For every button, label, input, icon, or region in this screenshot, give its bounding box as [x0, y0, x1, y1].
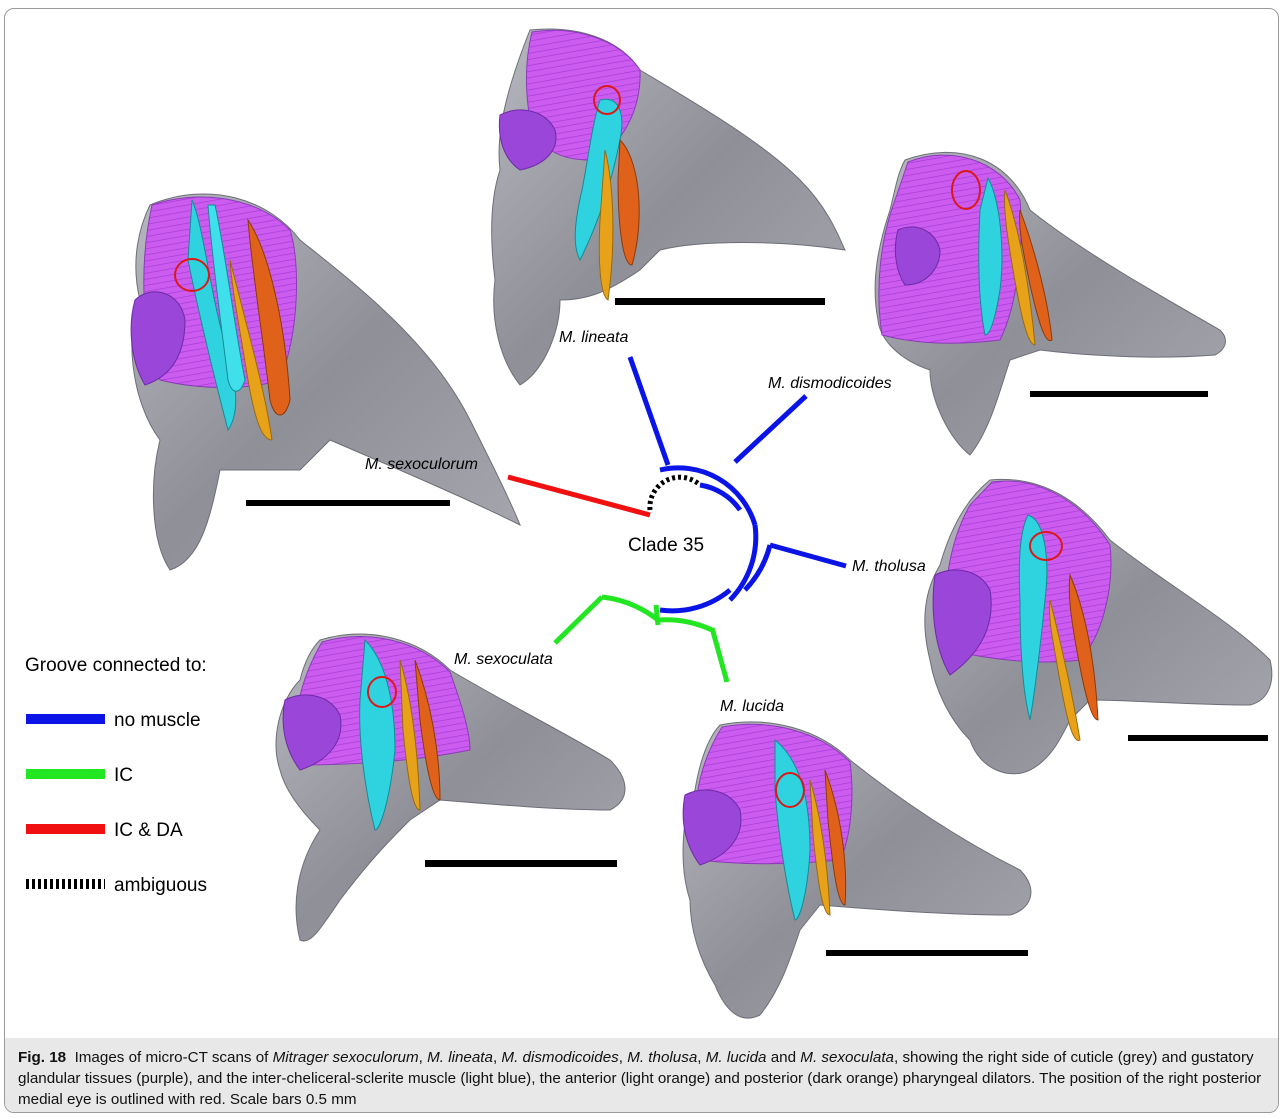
legend-label-ic: IC — [114, 765, 133, 786]
legend-swatch-ic-da — [26, 824, 105, 834]
branch-sexoculorum — [508, 477, 650, 515]
branch-green-stem — [656, 605, 658, 625]
label-dismodicoides: M. dismodicoides — [768, 375, 892, 392]
label-sexoculorum: M. sexoculorum — [365, 456, 478, 473]
clade-label: Clade 35 — [628, 535, 704, 556]
figure-caption: Fig. 18 Images of micro-CT scans of Mitr… — [18, 1047, 1268, 1110]
caption-segment: M. sexoculata — [800, 1049, 894, 1066]
scan-tholusa — [925, 479, 1272, 773]
scan-dismodicoides — [875, 152, 1225, 455]
branch-lucida — [712, 628, 727, 682]
branch-lineata — [630, 357, 668, 465]
scale-bar — [615, 298, 825, 305]
branch-green-arc-right — [658, 620, 712, 630]
caption-segment: Mitrager sexoculorum — [273, 1049, 419, 1066]
branch-ambiguous — [650, 477, 700, 510]
legend-swatch-ic — [26, 769, 105, 779]
legend-label-ic-da: IC & DA — [114, 820, 183, 841]
scan-sexoculata — [276, 634, 625, 941]
legend-title: Groove connected to: — [25, 655, 207, 676]
label-tholusa: M. tholusa — [852, 558, 926, 575]
legend-label-no-muscle: no muscle — [114, 710, 201, 731]
branch-blue-arc-right — [730, 525, 756, 600]
caption-segment: , — [619, 1049, 627, 1066]
caption-segment: , — [697, 1049, 705, 1066]
label-lucida: M. lucida — [720, 698, 784, 715]
branch-dismodicoides — [735, 396, 806, 462]
caption-segment: Images of micro-CT scans of — [75, 1049, 273, 1066]
branch-tholusa — [770, 545, 846, 566]
caption-label: Fig. 18 — [18, 1049, 66, 1066]
caption-segment: M. dismodicoides — [501, 1049, 618, 1066]
caption-text: Images of micro-CT scans of Mitrager sex… — [18, 1049, 1261, 1108]
scale-bar — [826, 950, 1028, 956]
caption-segment: , — [419, 1049, 427, 1066]
legend-label-ambiguous: ambiguous — [114, 875, 207, 896]
scan-lucida — [683, 722, 1031, 1018]
caption-segment: and — [767, 1049, 801, 1066]
branch-blue-arc-bottom — [660, 590, 730, 611]
legend: Groove connected to: no muscle IC IC & D… — [25, 655, 207, 896]
scale-bar — [1030, 391, 1208, 397]
legend-swatch-no-muscle — [26, 714, 105, 724]
label-sexoculata: M. sexoculata — [454, 651, 553, 668]
caption-segment: M. lineata — [427, 1049, 493, 1066]
figure-canvas: Clade 35 M. lineata M. dismodicoides M. … — [0, 0, 1285, 1030]
branch-sexoculata — [555, 597, 602, 643]
scan-sexoculorum — [131, 194, 520, 570]
label-lineata: M. lineata — [559, 329, 628, 346]
caption-segment: M. lucida — [706, 1049, 767, 1066]
scale-bar — [425, 860, 617, 867]
branch-green-arc-left — [602, 597, 658, 620]
caption-segment: M. tholusa — [627, 1049, 697, 1066]
scale-bar — [246, 500, 450, 506]
scan-lineata — [492, 29, 845, 385]
scale-bar — [1128, 735, 1268, 741]
